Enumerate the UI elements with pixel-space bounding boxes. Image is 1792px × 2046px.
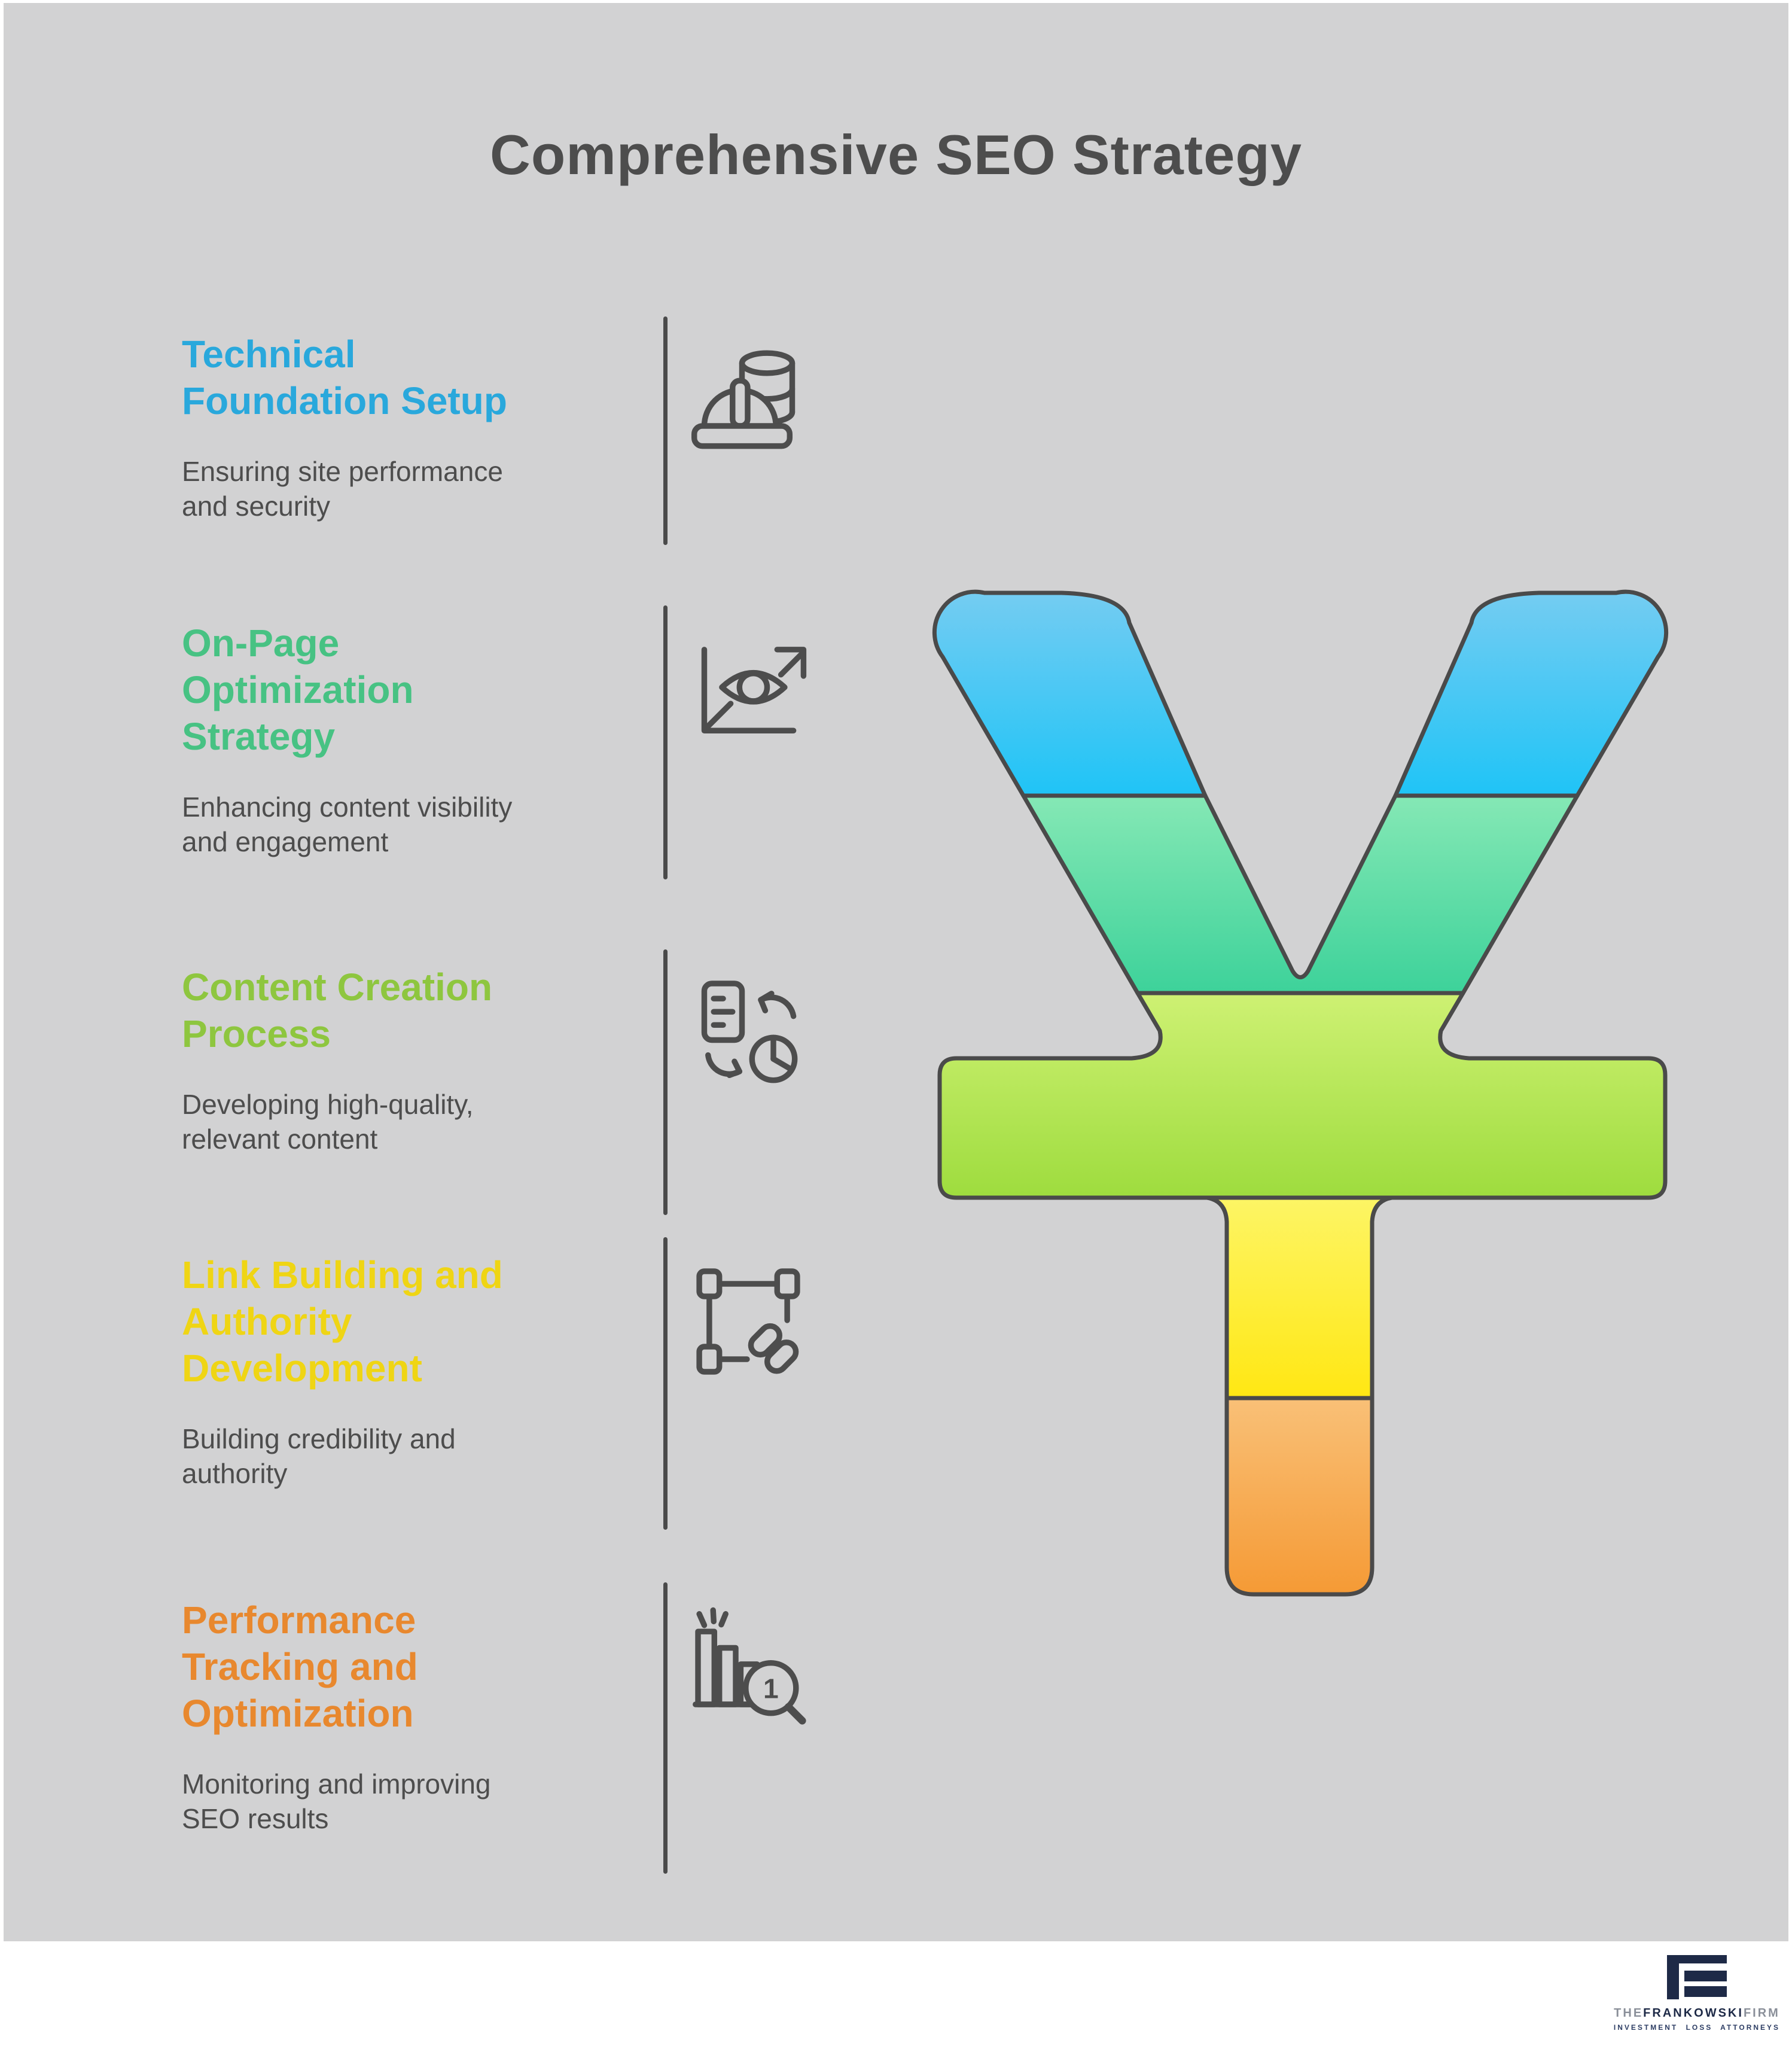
funnel-segment-blue-left (932, 589, 1208, 798)
section-heading: Performance Tracking and Optimization (182, 1599, 418, 1735)
infographic-canvas: Comprehensive SEO Strategy Technical Fou… (4, 3, 1788, 1941)
section-heading: On-Page Optimization Strategy (182, 622, 414, 758)
document-sync-pie-icon (701, 981, 798, 1083)
section-description: Enhancing content visibility and engagem… (182, 791, 513, 857)
firm-name: THEFRANKOWSKIFIRM (1614, 2007, 1780, 2020)
section-divider (663, 1582, 668, 1874)
section-description: Developing high-quality, relevant conten… (182, 1089, 474, 1155)
hard-hat-database-icon (691, 350, 796, 449)
funnel-segment-yellow (1205, 1195, 1394, 1400)
nodes-chain-link-icon (696, 1268, 800, 1375)
frankowski-f-logo-icon (1667, 1955, 1727, 1999)
firm-logo: THEFRANKOWSKIFIRM INVESTMENT LOSS ATTORN… (1610, 1955, 1784, 2032)
section-description: Monitoring and improving SEO results (182, 1768, 491, 1834)
funnel-segment-lime (937, 991, 1668, 1200)
eye-growth-chart-icon (701, 647, 807, 733)
funnel-segment-blue-right (1393, 589, 1669, 798)
firm-tagline: INVESTMENT LOSS ATTORNEYS (1613, 2023, 1781, 2032)
page-title: Comprehensive SEO Strategy (489, 123, 1303, 186)
section-description: Building credibility and authority (182, 1423, 456, 1489)
seo-funnel-graphic (932, 589, 1669, 1597)
funnel-segment-orange (1224, 1396, 1375, 1597)
section-description: Ensuring site performance and security (182, 456, 503, 522)
rank-one-badge: 1 (763, 1673, 779, 1704)
section-heading: Content Creation Process (182, 966, 493, 1055)
section-divider (663, 316, 668, 545)
bar-chart-magnifier-icon: 1 (693, 1607, 806, 1725)
section-divider (663, 1237, 668, 1530)
section-heading: Link Building and Authority Development (182, 1253, 503, 1390)
section-divider (663, 605, 668, 879)
section-divider (663, 949, 668, 1215)
section-heading: Technical Foundation Setup (182, 333, 507, 422)
funnel-segment-green (1021, 793, 1580, 995)
